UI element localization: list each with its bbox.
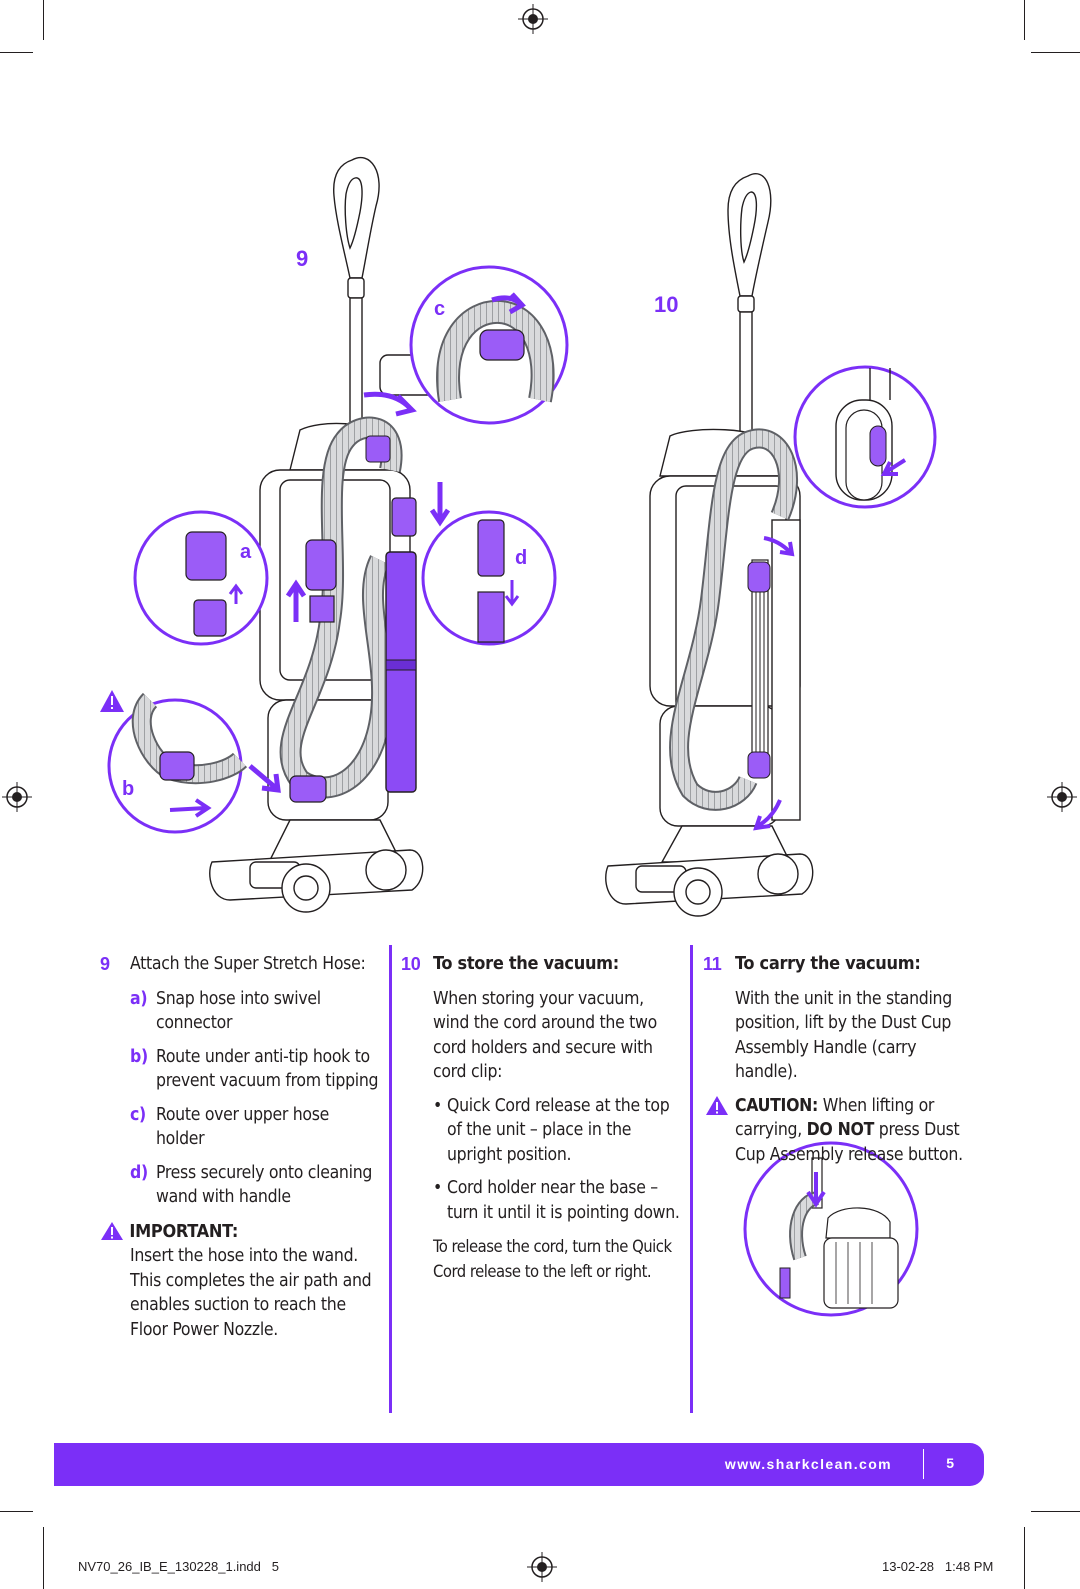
important-label: IMPORTANT: (129, 1220, 239, 1242)
crop-mark (1031, 1511, 1080, 1512)
important-text: Insert the hose into the wand. This comp… (130, 1246, 372, 1340)
caution-pre: When lifting or carrying, (735, 1095, 935, 1141)
step-number: 9 (100, 954, 110, 974)
crop-mark (1024, 0, 1025, 40)
item-letter: b) (130, 1046, 148, 1067)
step-10-section: 10 To store the vacuum: When storing you… (401, 952, 681, 1284)
cord-bundle-fig10 (747, 559, 771, 779)
important-block: IMPORTANT: Insert the hose into the wand… (100, 1220, 380, 1343)
footer-separator (923, 1449, 924, 1479)
step-number: 10 (401, 954, 421, 974)
hose-fig10 (669, 428, 798, 811)
detail-circle-c (409, 265, 569, 425)
item-letter: c) (130, 1104, 146, 1125)
footer-url[interactable]: www.sharkclean.com (724, 1456, 892, 1472)
callout-b: b (122, 778, 135, 800)
item-text: Snap hose into swivel connector (156, 988, 321, 1034)
registration-mark-icon (527, 1552, 557, 1582)
callout-c: c (434, 298, 446, 320)
callout-a: a (240, 541, 252, 563)
crop-mark (0, 1511, 33, 1512)
footer-bar: www.sharkclean.com 5 (54, 1443, 984, 1486)
step-title: To store the vacuum: (433, 953, 619, 974)
bullet-text: Quick Cord release at the top of the uni… (447, 1095, 670, 1165)
crop-mark (1024, 1527, 1025, 1589)
caution-block: CAUTION: When lifting or carrying, DO NO… (703, 1094, 983, 1168)
figure-label-10: 10 (654, 292, 679, 317)
step-11-section: 11 To carry the vacuum: With the unit in… (703, 952, 983, 1167)
registration-mark-icon (2, 782, 32, 812)
step-9-item-b: b) Route under anti-tip hook to prevent … (130, 1045, 380, 1094)
warning-icon (100, 690, 124, 712)
step-9-item-d: d) Press securely onto cleaning wand wit… (130, 1161, 380, 1210)
crop-mark (1031, 52, 1080, 53)
step-9-item-a: a) Snap hose into swivel connector (130, 987, 380, 1036)
arrow-a (285, 579, 307, 622)
arrow-c (363, 391, 417, 417)
detail-circle-a (133, 510, 269, 646)
step-11-text: With the unit in the standing position, … (735, 988, 952, 1083)
step-10-heading: 10 To store the vacuum: (401, 952, 681, 977)
detail-circle-b (107, 692, 248, 834)
crop-mark (43, 1527, 44, 1589)
step-10-bullet: • Cord holder near the base – turn it un… (433, 1178, 680, 1223)
arrow-d (429, 482, 451, 527)
detail-circle-fig10 (793, 365, 937, 509)
arrow-b (248, 764, 281, 793)
item-text: Route over upper hose holder (156, 1104, 330, 1150)
arrow-cord-holder (753, 799, 782, 831)
caution-bold: DO NOT (806, 1120, 875, 1140)
step-10-intro: When storing your vacuum, wind the cord … (433, 988, 657, 1083)
caution-label: CAUTION: (735, 1095, 819, 1116)
column-divider (690, 945, 693, 1413)
callout-d: d (515, 547, 528, 569)
caution-post: press Dust Cup Assembly release button. (735, 1120, 963, 1165)
step-title: Attach the Super Stretch Hose: (130, 954, 366, 974)
bullet-text: Cord holder near the base – turn it unti… (447, 1178, 680, 1223)
page-number: 5 (946, 1455, 954, 1471)
item-text: Press securely onto cleaning wand with h… (156, 1162, 373, 1208)
hose-fig9 (279, 416, 403, 799)
important-heading: IMPORTANT: (100, 1220, 380, 1245)
slug-date: 13-02-28 1:48 PM (882, 1559, 994, 1574)
figure-label-9: 9 (296, 246, 309, 271)
item-letter: d) (130, 1162, 148, 1183)
step-10-note: To release the cord, turn the Quick Cord… (433, 1237, 672, 1281)
vacuum-illustrations (100, 156, 937, 917)
registration-mark-icon (1047, 782, 1077, 812)
crop-mark (43, 0, 44, 40)
step-title: To carry the vacuum: (735, 953, 921, 974)
arrow-cord-release (763, 536, 795, 557)
registration-mark-icon (518, 4, 548, 34)
crop-mark (0, 52, 33, 53)
carry-detail-illustration (743, 1141, 919, 1317)
step-10-bullet: • Quick Cord release at the top of the u… (433, 1095, 670, 1165)
warning-icon (101, 1221, 123, 1240)
step-9-item-c: c) Route over upper hose holder (130, 1103, 380, 1152)
item-letter: a) (130, 988, 148, 1009)
slug-filename: NV70_26_IB_E_130228_1.indd 5 (78, 1559, 279, 1574)
column-divider (389, 945, 392, 1413)
step-9-heading: 9 Attach the Super Stretch Hose: (100, 952, 380, 977)
item-text: Route under anti-tip hook to prevent vac… (156, 1046, 379, 1092)
detail-circle-d (421, 510, 557, 646)
step-11-heading: 11 To carry the vacuum: (703, 952, 983, 977)
step-number: 11 (703, 954, 722, 974)
warning-icon (706, 1095, 728, 1115)
step-9-section: 9 Attach the Super Stretch Hose: a) Snap… (100, 952, 380, 1342)
